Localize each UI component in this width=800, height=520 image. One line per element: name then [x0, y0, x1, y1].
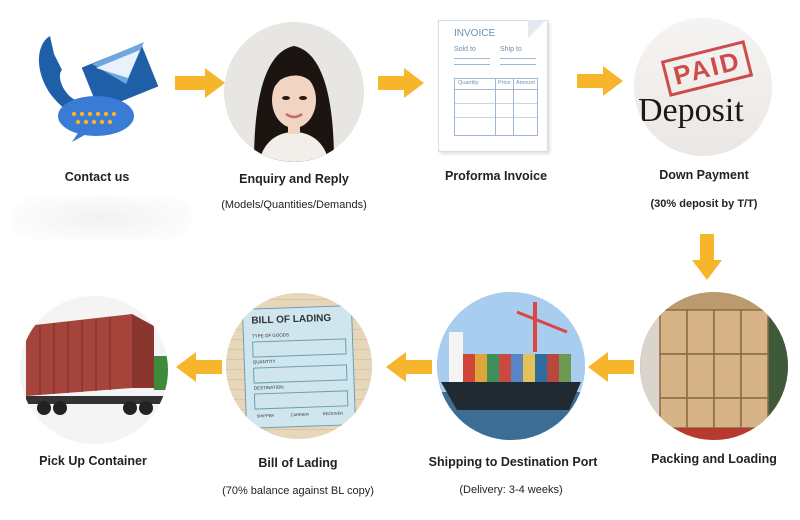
person-photo	[224, 22, 364, 162]
step-label-bill-of-lading: Bill of Lading	[258, 456, 338, 470]
bill-of-lading-document: BILL OF LADING TYPE OF GOODS QUANTITY DE…	[226, 293, 372, 439]
bill-type-of-goods: TYPE OF GOODS	[251, 332, 290, 339]
bill-carrier: CARRIER	[290, 411, 309, 418]
envelope-icon	[81, 42, 159, 111]
container-truck-photo	[20, 296, 168, 444]
invoice-title: INVOICE	[454, 28, 496, 39]
step-label-enquiry: Enquiry and Reply	[239, 172, 349, 186]
arrow-right-icon	[378, 68, 424, 98]
arrow-right-icon	[175, 68, 225, 98]
step-sub-enquiry: (Models/Quantities/Demands)	[221, 199, 367, 211]
step-sub-bill-of-lading: (70% balance against BL copy)	[222, 485, 374, 497]
invoice-col-price: Price	[498, 80, 511, 86]
phone-icon	[39, 36, 92, 117]
step-label-proforma-invoice: Proforma Invoice	[444, 169, 548, 183]
step-label-down-payment: Down Payment	[659, 168, 749, 182]
invoice-table: Quantity Price Amount	[454, 78, 538, 136]
step-label-packing: Packing and Loading	[651, 452, 777, 466]
bill-shipper: SHIPPER	[256, 412, 275, 419]
bill-receiver: RECEIVER	[322, 410, 344, 417]
arrow-left-icon	[588, 352, 634, 382]
packing-photo	[640, 292, 788, 440]
invoice-col-quantity: Quantity	[458, 80, 479, 86]
arrow-left-icon	[386, 352, 432, 382]
step-contact-us	[22, 14, 162, 164]
faded-background-patch	[12, 196, 192, 240]
invoice-document: INVOICE Sold to Ship to Quantity Price A…	[438, 20, 556, 154]
deposit-word: Deposit	[638, 92, 744, 129]
bill-destination: DESTINATION	[253, 384, 284, 391]
invoice-sold-to: Sold to	[454, 46, 476, 53]
invoice-col-amount: Amount	[516, 80, 535, 86]
step-sub-shipping: (Delivery: 3-4 weeks)	[459, 484, 563, 496]
arrow-right-icon	[577, 66, 623, 96]
bill-title: BILL OF LADING	[251, 312, 332, 327]
deposit-image: PAID Deposit	[634, 18, 772, 156]
step-label-pick-up-container: Pick Up Container	[39, 454, 147, 468]
arrow-down-icon	[692, 234, 722, 280]
bill-quantity: QUANTITY	[252, 358, 276, 365]
arrow-left-icon	[176, 352, 222, 382]
invoice-ship-to: Ship to	[500, 46, 522, 53]
phone-mail-chat-icon	[39, 36, 159, 142]
step-sub-down-payment: (30% deposit by T/T)	[650, 198, 758, 210]
cargo-ship-photo	[437, 292, 585, 440]
step-label-shipping: Shipping to Destination Port	[428, 455, 598, 469]
step-label-contact-us: Contact us	[64, 170, 130, 184]
chat-bubble-icon	[58, 96, 134, 142]
